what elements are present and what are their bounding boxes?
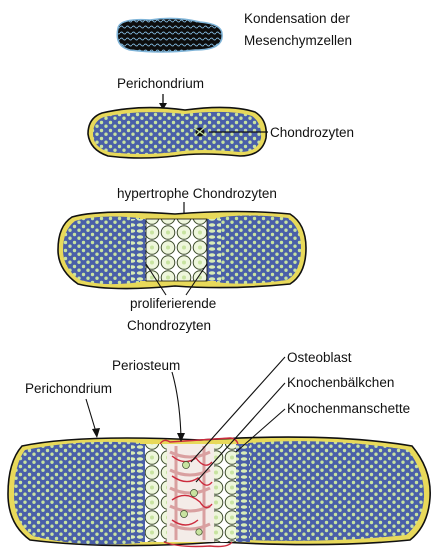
label-knochenmanschette: Knochenmanschette	[287, 401, 410, 416]
label-periosteum: Periosteum	[112, 358, 180, 373]
label-hypertrophe-chondrozyten: hypertrophe Chondrozyten	[117, 186, 277, 201]
label-knochenbaelkchen: Knochenbälkchen	[287, 375, 394, 390]
label-proliferierende-2: Chondrozyten	[127, 318, 211, 333]
label-kondensation-2: Mesenchymzellen	[244, 33, 352, 48]
label-proliferierende-1: proliferierende	[130, 296, 216, 311]
label-perichondrium-top: Perichondrium	[117, 76, 204, 91]
cartilage-model	[88, 107, 266, 158]
cartilage-hypertrophic	[58, 212, 306, 289]
label-osteoblast: Osteoblast	[287, 350, 352, 365]
label-kondensation-1: Kondensation der	[244, 11, 350, 26]
mesenchyme-condensation	[117, 18, 222, 52]
label-perichondrium-bottom: Perichondrium	[25, 381, 112, 396]
label-chondrozyten: Chondrozyten	[270, 125, 354, 140]
ossifying-bone	[8, 437, 430, 546]
